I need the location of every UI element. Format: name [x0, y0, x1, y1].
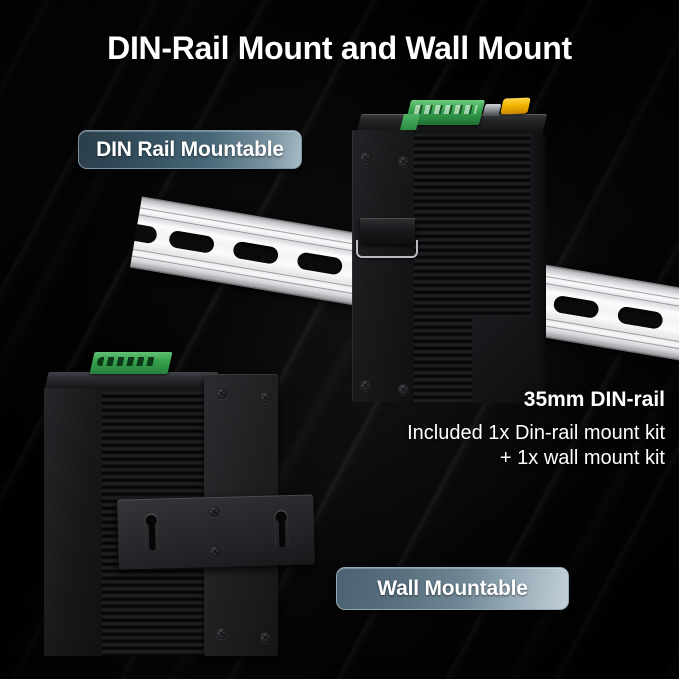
device-side-panel [44, 388, 104, 656]
metal-connector [482, 104, 502, 116]
din-rail-end-notch [133, 223, 159, 245]
device-side-panel [352, 130, 415, 402]
yellow-connector [500, 97, 531, 115]
plate-screw [216, 388, 227, 399]
terminal-block-ports [96, 357, 158, 366]
bracket-screw-bottom [209, 545, 221, 558]
callout-kit-line-1: Included 1x Din-rail mount kit [407, 422, 665, 444]
din-rail-slot [168, 229, 216, 255]
din-rail-slot [552, 294, 600, 320]
din-clip-spring [356, 240, 418, 258]
badge-wall-mountable[interactable]: Wall Mountable [336, 567, 569, 610]
terminal-block-ports [413, 105, 478, 114]
plate-screw [260, 632, 271, 643]
green-terminal-block [89, 352, 173, 374]
industrial-switch-din-mounted [352, 97, 548, 412]
panel-screw [360, 380, 371, 391]
panel-screw [398, 384, 409, 395]
callout-rail-spec: 35mm DIN-rail [523, 388, 665, 411]
panel-screw [360, 152, 371, 163]
badge-wall-label: Wall Mountable [377, 576, 528, 600]
badge-din-rail-label: DIN Rail Mountable [96, 137, 284, 161]
callout-included-kits: Included 1x Din-rail mount kit + 1x wall… [407, 421, 665, 471]
din-rail-slot [616, 305, 664, 330]
din-rail-clip [360, 218, 415, 244]
bracket-screw-top [208, 505, 220, 518]
bracket-keyhole-left [144, 514, 160, 552]
wall-mount-bracket [117, 494, 315, 570]
keyhole-highlight [145, 514, 159, 554]
page-title: DIN-Rail Mount and Wall Mount [107, 30, 572, 66]
keyhole-highlight [274, 510, 288, 550]
industrial-switch-wall-mounted [43, 352, 315, 662]
device-lower-panel [472, 317, 536, 403]
plate-screw [216, 628, 227, 639]
bracket-keyhole-right [273, 511, 289, 549]
callout-kit-line-2: + 1x wall mount kit [499, 447, 665, 469]
panel-screw [398, 156, 409, 167]
badge-din-rail-mountable[interactable]: DIN Rail Mountable [78, 130, 302, 169]
din-rail-slot [296, 251, 344, 276]
plate-screw [260, 392, 271, 403]
din-rail-slot [232, 240, 280, 265]
